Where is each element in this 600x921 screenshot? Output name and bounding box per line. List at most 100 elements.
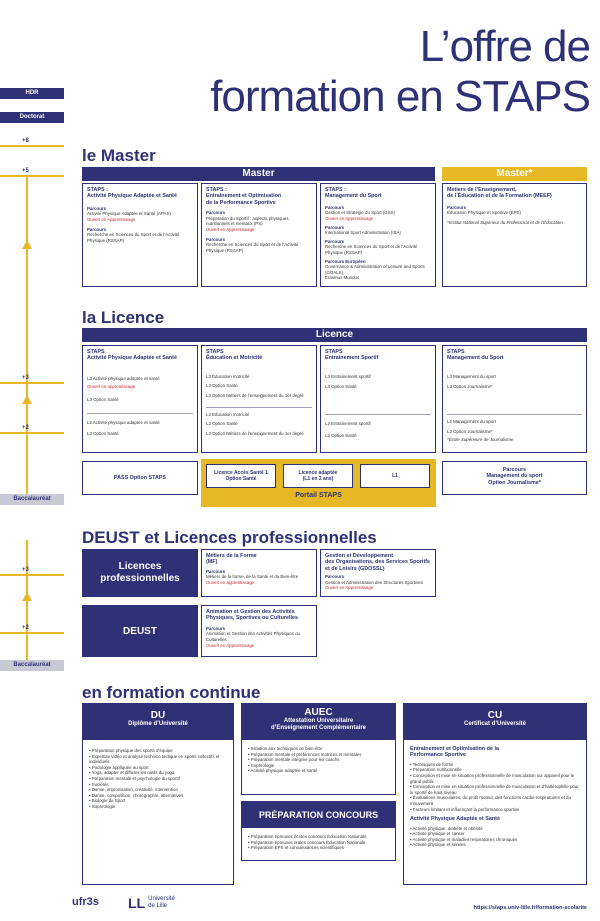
licence-line: L2 Management du sport (447, 419, 496, 424)
apprentissage-note: Ouvert en apprentissage (206, 580, 255, 585)
parcours-label: Parcours (87, 226, 107, 232)
licence-adaptee[interactable]: Licence adaptée (L1 en 2 ans) (283, 464, 353, 488)
parcours-label: Parcours Européen (325, 258, 366, 264)
licence-bar: Licence (82, 328, 587, 342)
auec-title: AUEC (304, 707, 333, 718)
card-title: STAPS Entraînement Sportif (325, 349, 379, 362)
list-item: Sophrologie (248, 763, 389, 769)
licence-line: L2 Option Santé (325, 432, 357, 438)
timeline-tick (0, 432, 64, 434)
auec-card[interactable]: AUEC Attestation Universitaire d’Enseign… (241, 703, 396, 795)
master-card-eops[interactable]: STAPS : Entraînement et Optimisation de … (201, 183, 317, 287)
univ-lille-mark: LL (128, 895, 146, 911)
licence-card-entrainement[interactable]: STAPS Entraînement Sportif L3 Entraîneme… (320, 345, 436, 453)
timeline-bac: Baccalauréat (0, 660, 64, 671)
cu-list: Activité physique, diabète et obésitéAct… (410, 826, 580, 848)
management-journalisme[interactable]: Parcours Management du sport Option Jour… (442, 461, 587, 495)
auec-list: Initiation aux techniques de bien-êtrePr… (242, 740, 395, 780)
card-title: STAPS Éducation et Motricité (206, 349, 263, 362)
list-item: Préparation physique des sports d’équipe (89, 748, 227, 754)
parcours-label: Parcours (206, 210, 226, 216)
list-item: Facteurs limitant et influençant la perf… (410, 807, 580, 813)
apprentissage-note: Ouvert en Apprentissage (87, 217, 136, 222)
licence-card-management[interactable]: STAPS Management du Sport L3 Management … (442, 345, 587, 453)
parcours-value: Éducation Physique et Sportive (EPS) (447, 210, 521, 216)
deust-block: DEUST (82, 605, 198, 657)
timeline-plus2: +2 (22, 625, 29, 631)
timeline-tick (0, 145, 64, 147)
parcours-label: Parcours (206, 568, 226, 574)
list-item: Activité physique et maladies respiratoi… (410, 837, 580, 843)
divider (87, 412, 193, 414)
list-item: Préparation épreuves écrites concours Éd… (248, 834, 389, 840)
cu-card[interactable]: CU Certificat d’Université Entraînement … (403, 703, 587, 885)
apprentissage-note: Ouvert en Apprentissage (325, 216, 374, 221)
timeline-tick (0, 175, 64, 177)
parcours-value: Activité Physique Adaptée et Santé (APAS… (87, 211, 171, 217)
card-title: STAPS : Management du Sport (325, 187, 382, 200)
parcours-label: Parcours (325, 224, 345, 230)
parcours-label: Parcours (87, 205, 107, 211)
prep-concours-card[interactable]: PRÉPARATION CONCOURS Préparation épreuve… (241, 801, 396, 861)
parcours-label: Parcours (447, 204, 467, 210)
timeline-plus2: +2 (22, 425, 29, 431)
list-item: Podologie appliquée au sport (89, 765, 227, 771)
card-title: STAPS Activité Physique Adaptée et Santé (87, 349, 177, 362)
list-item: Préparation mentale et préférences motri… (248, 752, 389, 758)
master-card-meef[interactable]: Métiers de l’Enseignement, de l’Éducatio… (442, 183, 587, 287)
cu-title: CU (487, 710, 503, 721)
list-item: Danse, improvisation, créativité, interv… (89, 787, 227, 793)
timeline-bac: Baccalauréat (0, 494, 64, 505)
page-title: L’offre de formation en STAPS (120, 22, 591, 122)
licence-line: L3 Option Journalisme* (447, 384, 493, 390)
parcours-value: Animation et Gestion des Activités Physi… (206, 631, 300, 642)
section-formation-continue: en formation continue (82, 683, 261, 702)
master-card-apas[interactable]: STAPS : Activité Physique Adaptée et San… (82, 183, 198, 287)
timeline-plus3: +3 (22, 567, 29, 573)
parcours-value: Governance & Administration of Leisure a… (325, 264, 425, 281)
arrow-up-icon (22, 592, 32, 601)
licence-acces-sante[interactable]: Licence Accès Santé 1 Option Santé (206, 464, 276, 488)
licence-card-apas[interactable]: STAPS Activité Physique Adaptée et Santé… (82, 345, 198, 453)
footer-url[interactable]: https://staps.univ-lille.fr/formation-sc… (473, 905, 587, 911)
parcours-value: Préparation du Sportif : aspects physiqu… (206, 215, 290, 227)
list-item: Biologie du Sport (89, 798, 227, 804)
section-licence: la Licence (82, 308, 165, 327)
footnote: *Institut National Supérieur du Professo… (447, 220, 563, 225)
licence-line: L3 Option Métiers de l’enseignement du 1… (206, 393, 304, 398)
timeline-plus3: +3 (22, 375, 29, 381)
master-star-bar: Master* (442, 167, 587, 181)
list-item: Conception et mise en situation professi… (410, 773, 580, 784)
list-item: Initiation aux techniques de bien-être (248, 746, 389, 752)
ufr3s-label: ufr3s (72, 896, 99, 908)
licence-line: L2 Option Santé (87, 431, 119, 437)
licence-line: L2 Éducation motricité (206, 411, 250, 417)
list-item: Préparation épreuves orales concours Édu… (248, 840, 389, 846)
licence-l1[interactable]: L1 (360, 464, 430, 488)
pass-option-staps[interactable]: PASS Option STAPS (82, 461, 198, 495)
list-item: Expertise vidéo et analyse technico tact… (89, 754, 227, 765)
card-title: Gestion et Développement des Organisatio… (325, 553, 430, 572)
pass-label: PASS Option STAPS (113, 474, 167, 481)
footnote: *École Supérieure de Journalisme (447, 437, 514, 443)
lp-gdossl[interactable]: Gestion et Développement des Organisatio… (320, 549, 436, 597)
licence-card-education[interactable]: STAPS Éducation et Motricité L3 Éducatio… (201, 345, 317, 453)
list-item: Évaluations musculaires, du profil moteu… (410, 795, 580, 806)
list-item: Techniques de forme (410, 762, 580, 768)
deust-animation-gestion[interactable]: Animation et Gestion des Activités Physi… (201, 605, 317, 657)
parcours-label: Parcours (206, 236, 226, 242)
timeline-line (26, 384, 28, 494)
divider (447, 414, 582, 415)
timeline-plus5: +5 (22, 168, 29, 174)
timeline-tick (0, 574, 64, 576)
du-card[interactable]: DU Diplôme d’Université Préparation phys… (82, 703, 234, 885)
apprentissage-note: Ouvert en apprentissage (87, 384, 136, 390)
lp-metiers-forme[interactable]: Métiers de la Forme (MF) Parcours Métier… (201, 549, 317, 597)
licence-line: L2 Option Métiers de l’enseignement du 1… (206, 430, 304, 436)
list-item: Activité physique et seniors (410, 842, 580, 848)
timeline-hdr: HDR (0, 88, 64, 99)
licence-line: L3 Entraînement sportif (325, 373, 371, 379)
master-card-management[interactable]: STAPS : Management du Sport Parcours Ges… (320, 183, 436, 287)
card-title: STAPS : Activité Physique Adaptée et San… (87, 187, 177, 200)
parcours-label: Parcours (325, 204, 345, 210)
